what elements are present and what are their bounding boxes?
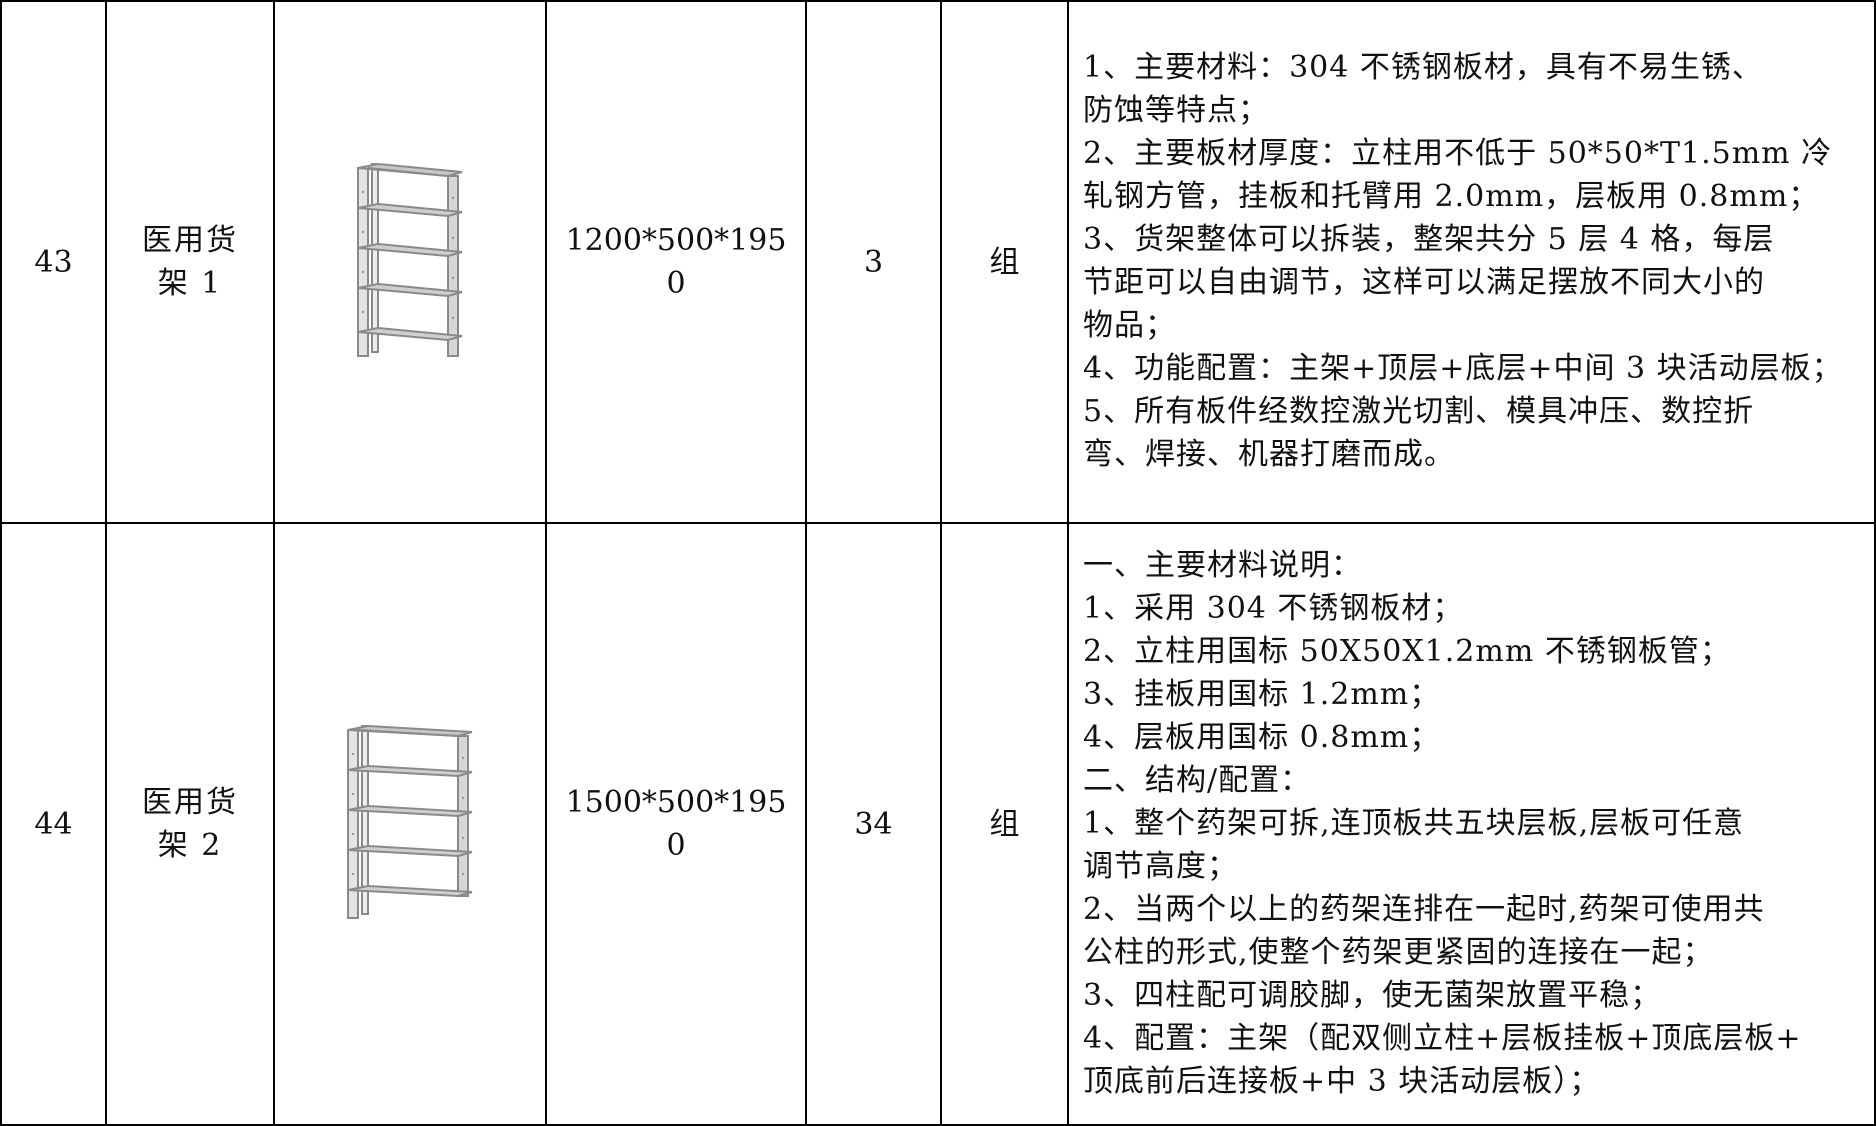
description-line: 1、整个药架可拆,连顶板共五块层板,层板可任意 [1083,805,1745,841]
item-description: 一、主要材料说明： 1、采用 304 不锈钢板材； 2、立柱用国标 50X50X… [1067,522,1876,1126]
table-row: 44 医用货 架 2 [0,522,1876,1126]
description-line: 一、主要材料说明： [1083,547,1362,583]
description-line: 1、主要材料：304 不锈钢板材，具有不易生锈、 [1083,50,1763,85]
description-line: 5、所有板件经数控激光切割、模具冲压、数控折 [1083,394,1755,429]
description-line: 公柱的形式,使整个药架更紧固的连接在一起； [1083,934,1714,970]
item-name-line: 医用货 [142,223,238,258]
product-image [273,522,547,1126]
description-line: 节距可以自由调节，这样可以满足摆放不同大小的 [1083,265,1765,300]
product-image [273,0,547,524]
description-line: 4、层板用国标 0.8mm； [1083,719,1441,755]
item-size: 1200*500*195 0 [545,0,807,524]
item-number: 43 [0,0,107,524]
item-unit: 组 [940,522,1069,1126]
steel-shelf-icon [357,162,463,357]
item-size-line: 0 [666,828,686,863]
item-name: 医用货 架 1 [105,0,275,524]
item-name-line: 架 1 [157,266,223,301]
description-line: 3、四柱配可调胶脚，使无菌架放置平稳； [1083,977,1662,1013]
description-line: 4、功能配置：主架+顶层+底层+中间 3 块活动层板； [1083,351,1843,386]
item-quantity: 3 [805,0,942,524]
table-row: 43 医用货 架 1 [0,0,1876,524]
item-name-line: 医用货 [142,785,238,820]
description-line: 3、挂板用国标 1.2mm； [1083,676,1441,712]
item-size: 1500*500*195 0 [545,522,807,1126]
description-line: 1、采用 304 不锈钢板材； [1083,590,1464,626]
description-line: 物品； [1083,308,1176,343]
item-size-line: 0 [666,266,686,301]
description-line: 3、货架整体可以拆装，整架共分 5 层 4 格，每层 [1083,222,1775,257]
description-line: 调节高度； [1083,848,1238,884]
description-line: 4、配置：主架（配双侧立柱+层板挂板+顶底层板+ [1083,1020,1802,1056]
description-line: 2、立柱用国标 50X50X1.2mm 不锈钢板管； [1083,633,1731,669]
item-name-line: 架 2 [157,828,223,863]
description-line: 二、结构/配置： [1083,762,1312,798]
steel-shelf-icon [347,724,473,919]
item-description: 1、主要材料：304 不锈钢板材，具有不易生锈、 防蚀等特点； 2、主要板材厚度… [1067,0,1876,524]
item-number: 44 [0,522,107,1126]
item-quantity: 34 [805,522,942,1126]
description-line: 2、主要板材厚度：立柱用不低于 50*50*T1.5mm 冷 [1083,136,1833,171]
item-unit: 组 [940,0,1069,524]
item-size-line: 1500*500*195 [565,785,787,820]
item-size-line: 1200*500*195 [565,223,787,258]
description-line: 顶底前后连接板+中 3 块活动层板）； [1083,1063,1601,1099]
description-line: 防蚀等特点； [1083,93,1269,128]
description-line: 2、当两个以上的药架连排在一起时,药架可使用共 [1083,891,1765,927]
item-name: 医用货 架 2 [105,522,275,1126]
description-line: 弯、焊接、机器打磨而成。 [1083,437,1455,472]
description-line: 轧钢方管，挂板和托臂用 2.0mm，层板用 0.8mm； [1083,179,1820,214]
